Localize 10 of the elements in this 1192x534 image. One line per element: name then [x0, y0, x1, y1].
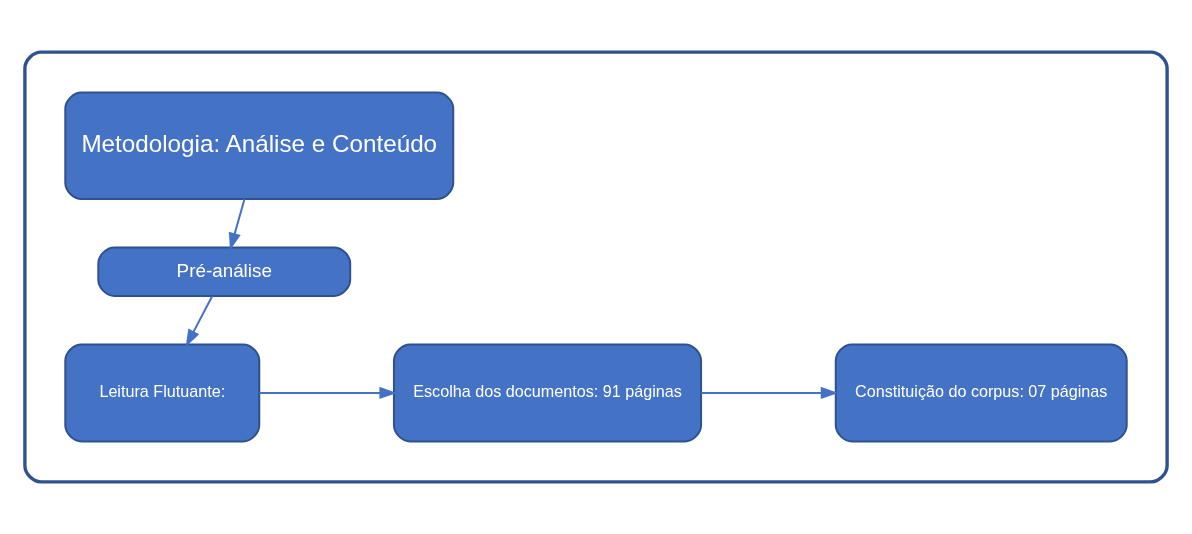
node-box: Leitura Flutuante:: [64, 343, 261, 443]
node-box: Metodologia: Análise e Conteúdo: [64, 91, 455, 200]
arrow: [259, 386, 397, 400]
cluster: [23, 50, 1169, 484]
node-box: Escolha dos documentos: 91 páginas: [392, 343, 703, 443]
arrow: [701, 386, 839, 400]
node-box: Pré-análise: [97, 246, 352, 297]
arrow: [228, 198, 246, 251]
arrow: [185, 296, 213, 347]
node-box: Constituição do corpus: 07 páginas: [834, 343, 1128, 443]
